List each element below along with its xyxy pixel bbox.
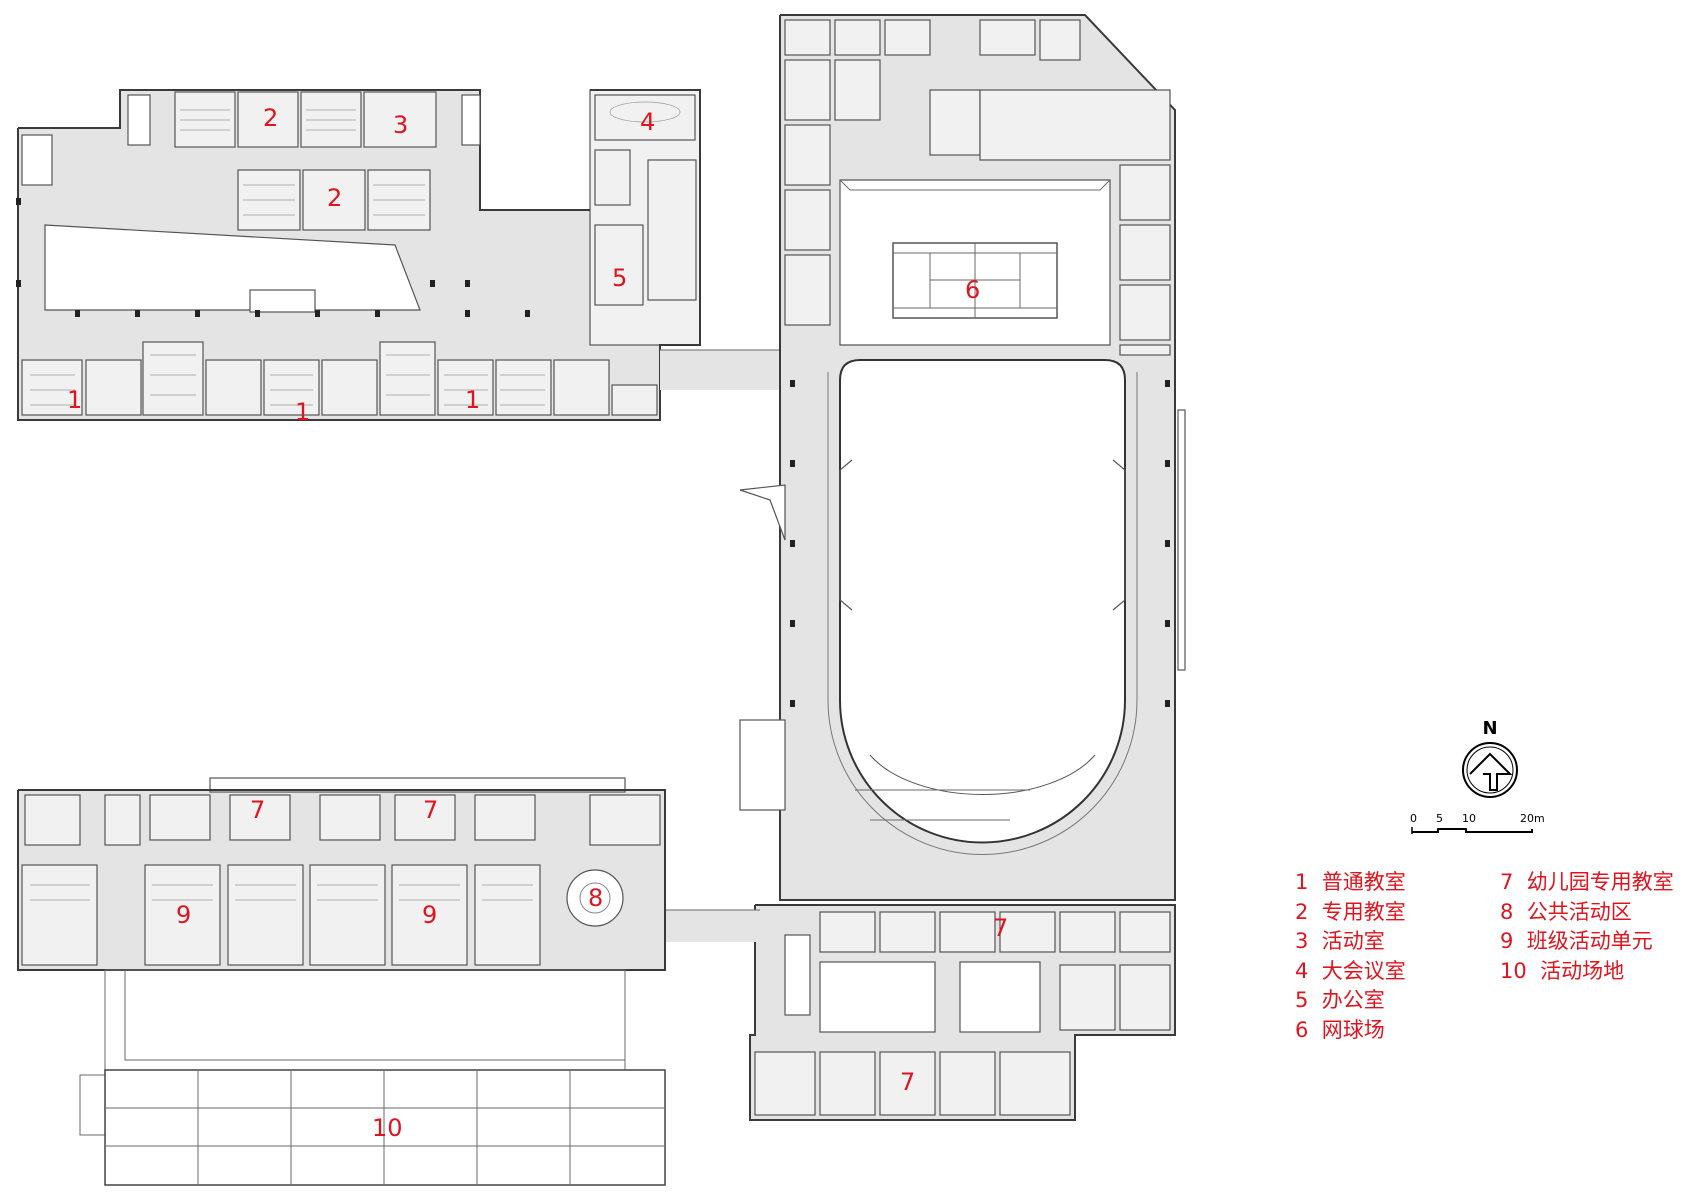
room-label-7b: 7	[423, 796, 438, 824]
room-number-labels: 1 1 1 2 2 3 4 5 6 7 7 7 7 8 9 9 10	[67, 104, 1008, 1142]
southwest-kindergarten-block	[17, 777, 666, 971]
room-label-9a: 9	[176, 901, 191, 929]
room-label-8: 8	[588, 884, 603, 912]
legend-item-9: 9 班级活动单元	[1500, 929, 1653, 953]
room-label-3: 3	[393, 111, 408, 139]
room-label-1a: 1	[67, 386, 82, 414]
scale-bar: 0 5 10 20m	[1410, 812, 1545, 834]
north-label: N	[1482, 718, 1497, 739]
southeast-kindergarten-block	[749, 904, 1176, 1121]
sports-hall-block	[739, 14, 1186, 901]
room-label-1c: 1	[465, 386, 480, 414]
compass-inner-circle	[1466, 746, 1514, 794]
room-label-7d: 7	[900, 1068, 915, 1096]
room-label-7c: 7	[993, 914, 1008, 942]
legend-item-1: 1 普通教室	[1295, 870, 1406, 894]
northwest-school-block	[16, 89, 701, 421]
room-label-2b: 2	[327, 184, 342, 212]
legend-item-10: 10 活动场地	[1500, 958, 1625, 983]
compass-circle-icon	[1462, 742, 1518, 798]
legend-item-8: 8 公共活动区	[1500, 899, 1632, 924]
room-label-2a: 2	[263, 104, 278, 132]
legend-item-6: 6 网球场	[1295, 1017, 1385, 1042]
room-label-6: 6	[965, 276, 980, 304]
north-arrow-icon	[1469, 752, 1513, 791]
scale-tick-0: 0	[1410, 812, 1417, 825]
room-label-7a: 7	[250, 796, 265, 824]
room-label-10: 10	[372, 1114, 403, 1142]
north-arrow: N	[1462, 718, 1518, 798]
legend-item-4: 4 大会议室	[1295, 958, 1406, 983]
scale-bar-line	[1412, 828, 1533, 833]
room-label-5: 5	[612, 264, 627, 292]
link-corridor-south	[665, 910, 760, 942]
link-corridor-north	[660, 350, 780, 390]
scale-tick-20: 20m	[1520, 812, 1545, 825]
legend-item-2: 2 专用教室	[1295, 899, 1406, 924]
activity-playground	[79, 969, 666, 1186]
legend-item-7: 7 幼儿园专用教室	[1500, 870, 1674, 894]
legend-item-3: 3 活动室	[1295, 929, 1385, 953]
scale-tick-10: 10	[1462, 812, 1476, 825]
legend-item-5: 5 办公室	[1295, 988, 1385, 1012]
scale-tick-5: 5	[1436, 812, 1443, 825]
legend-left-column: 1 普通教室 2 专用教室 3 活动室 4 大会议室 5 办公室 6 网球场	[1295, 868, 1406, 1045]
room-label-9b: 9	[422, 901, 437, 929]
legend-right-column: 7 幼儿园专用教室 8 公共活动区 9 班级活动单元 10 活动场地	[1500, 868, 1674, 986]
room-label-4: 4	[640, 108, 655, 136]
room-label-1b: 1	[295, 398, 310, 426]
